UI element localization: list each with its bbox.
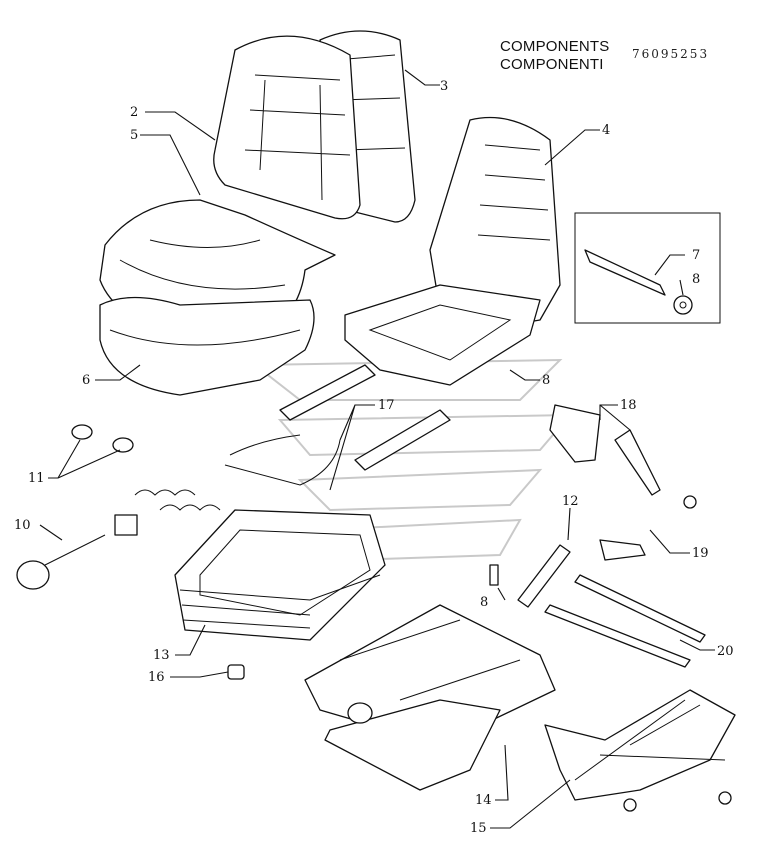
cap [227, 664, 245, 680]
title-componenti: COMPONENTI [500, 56, 604, 73]
brackets [544, 404, 706, 668]
callout-8-low: 8 [480, 595, 488, 610]
callout-10: 10 [14, 518, 31, 533]
callout-14: 14 [475, 793, 492, 808]
callout-19: 19 [692, 546, 709, 561]
callout-labels: 2 3 4 5 6 7 8 8 8 10 11 12 13 14 15 16 1… [14, 79, 734, 836]
callout-8-inset: 8 [692, 272, 700, 287]
slide-rails [224, 364, 451, 486]
callout-15: 15 [470, 821, 487, 836]
callout-8-mid: 8 [542, 373, 550, 388]
callout-2: 2 [130, 105, 138, 120]
seat-base-cushion [99, 296, 315, 396]
callout-4: 4 [602, 123, 610, 138]
seat-frame [344, 116, 561, 386]
callout-13: 13 [153, 648, 170, 663]
callout-5: 5 [130, 128, 138, 143]
shock-absorber [489, 544, 571, 608]
callout-16: 16 [148, 670, 165, 685]
callout-7: 7 [692, 248, 700, 263]
bellows [174, 509, 386, 641]
adjust-knob [16, 514, 138, 590]
callout-3: 3 [440, 79, 448, 94]
drawing-code: 76095253 [632, 47, 710, 61]
scissor-linkage [544, 689, 736, 812]
callout-18: 18 [620, 398, 637, 413]
title-components: COMPONENTS [500, 38, 610, 55]
callout-11: 11 [28, 471, 45, 486]
knob-small [673, 295, 693, 315]
springs [71, 424, 221, 511]
backrest-cushion [213, 35, 361, 220]
leader-lines [39, 69, 715, 829]
callout-20: 20 [717, 644, 734, 659]
callout-12: 12 [562, 494, 579, 509]
suspension-base [304, 604, 556, 791]
lever-rod [584, 249, 666, 296]
callout-6: 6 [82, 373, 90, 388]
callout-17: 17 [378, 398, 395, 413]
